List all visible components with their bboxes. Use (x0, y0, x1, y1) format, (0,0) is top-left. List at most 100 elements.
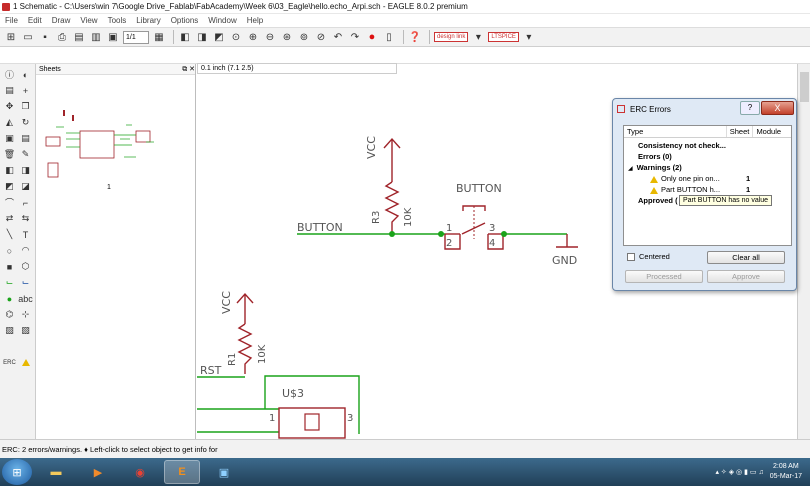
pinswap-icon[interactable]: ⇄ (5, 213, 14, 223)
help-icon[interactable]: ❓ (408, 31, 422, 43)
board-icon[interactable]: ▦ (154, 31, 164, 43)
dimension-icon[interactable]: ⊹ (21, 309, 30, 319)
design-link-button[interactable]: design link (434, 32, 469, 42)
gate-icon[interactable]: ◩ (5, 181, 14, 191)
bus-icon[interactable]: ⌙ (21, 277, 30, 287)
value-icon[interactable]: ▨ (5, 325, 14, 335)
info-icon[interactable]: ⓘ (4, 70, 14, 80)
menu-help[interactable]: Help (246, 16, 264, 25)
errors-icon[interactable] (19, 356, 32, 369)
wrench-icon[interactable]: ✎ (21, 149, 30, 159)
menu-tools[interactable]: Tools (107, 16, 127, 25)
row-warning-2[interactable]: Part BUTTON h... (650, 185, 720, 194)
row-warning-1[interactable]: Only one pin on... (650, 174, 720, 183)
taskbar-photos-icon[interactable]: ▣ (218, 466, 230, 479)
zoom-out-icon[interactable]: ⊖ (265, 31, 275, 43)
arc-icon[interactable]: ◠ (21, 245, 30, 255)
dialog-close-button[interactable]: X (761, 101, 794, 115)
move-icon[interactable]: ✥ (5, 101, 14, 111)
copy-icon[interactable]: ❐ (21, 101, 30, 111)
menu-library[interactable]: Library (136, 16, 161, 25)
menu-options[interactable]: Options (170, 16, 199, 25)
row-consistency[interactable]: Consistency not check... (638, 141, 726, 150)
taskbar-explorer-icon[interactable]: ▬ (50, 466, 62, 478)
invoke-icon[interactable]: ⇆ (21, 213, 30, 223)
delete-icon[interactable]: 🗑 (3, 149, 16, 159)
grid-icon[interactable]: ⊞ (6, 31, 16, 43)
rect-icon[interactable]: ■ (6, 261, 13, 272)
line-icon[interactable]: ╲ (6, 229, 13, 239)
ltspice-button[interactable]: LTSPICE (488, 32, 519, 42)
zoom-select-icon[interactable]: ⊛ (282, 31, 292, 43)
row-warnings[interactable]: ◢Warnings (2) (628, 163, 682, 172)
zoom-in-icon[interactable]: ⊕ (248, 31, 258, 43)
group-icon[interactable]: ▣ (5, 133, 14, 143)
attribute-icon[interactable]: ⌬ (5, 309, 14, 319)
zoom-fit-icon[interactable]: ⊙ (231, 31, 241, 43)
miter-icon[interactable]: ⌐ (22, 197, 29, 208)
taskbar-chrome-icon[interactable]: ◉ (135, 466, 145, 479)
centered-checkbox[interactable]: Centered (627, 252, 670, 261)
show-icon[interactable]: ◐ (22, 69, 29, 80)
undo-icon[interactable]: ↶ (333, 31, 343, 43)
processed-button[interactable]: Processed (625, 270, 703, 283)
schematic-drawing[interactable]: VCC R3 10K BUTTON BUTTON 1 2 3 4 GND VCC (197, 64, 797, 439)
col-module[interactable]: Module (756, 127, 782, 136)
sheet-select[interactable]: 1/1 (123, 30, 149, 44)
col-sheet[interactable]: Sheet (727, 126, 754, 137)
menu-file[interactable]: File (5, 16, 18, 25)
checkbox-box[interactable] (627, 252, 635, 261)
taskbar-media-icon[interactable]: ▶ (93, 466, 103, 479)
polygon-icon[interactable]: ⬡ (21, 261, 30, 271)
sheet-thumbnail[interactable] (36, 75, 196, 205)
taskbar-eagle-icon[interactable]: E (164, 460, 200, 484)
cam-icon[interactable]: ▤ (74, 31, 84, 43)
canvas-scrollbar[interactable] (797, 64, 810, 439)
script-run-icon[interactable]: ◩ (214, 31, 224, 43)
clock[interactable]: 2:08 AM 05-Mar-17 (770, 462, 802, 482)
mirror-icon[interactable]: ◭ (6, 117, 13, 127)
erc-icon[interactable]: ERC (3, 359, 16, 366)
circle-icon[interactable]: ○ (6, 245, 13, 256)
split-icon[interactable]: ⌒ (4, 198, 14, 208)
row-approved[interactable]: Approved ( (638, 196, 678, 205)
rotate-icon[interactable]: ↻ (21, 117, 30, 127)
scrollbar-thumb[interactable] (800, 72, 809, 102)
add-icon[interactable]: ◧ (5, 165, 14, 175)
paste-icon[interactable]: ▤ (21, 133, 30, 143)
open-icon[interactable]: ▭ (23, 31, 33, 43)
library-icon[interactable]: ▥ (91, 31, 101, 43)
menu-window[interactable]: Window (208, 16, 237, 25)
smash-icon[interactable]: ▧ (21, 325, 30, 335)
net-icon[interactable]: ⌙ (5, 277, 14, 287)
menu-view[interactable]: View (80, 16, 98, 25)
approve-button[interactable]: Approve (707, 270, 785, 283)
start-button[interactable]: ⊞ (2, 459, 32, 485)
menu-draw[interactable]: Draw (51, 16, 71, 25)
display-icon[interactable]: ▤ (5, 85, 14, 95)
expand-arrow-icon[interactable]: ◢ (628, 166, 633, 172)
zoom-last-icon[interactable]: ⊚ (299, 31, 309, 43)
row-errors[interactable]: Errors (0) (638, 152, 672, 161)
tray-icons[interactable]: ▴ ✧ ◈ ◎ ▮ ▭ ♫ (715, 469, 764, 476)
print-icon[interactable]: ⎙ (58, 31, 66, 43)
save-icon[interactable]: ▪ (43, 31, 47, 43)
dropdown-arrow-icon[interactable]: ▾ (475, 31, 481, 43)
use-library-icon[interactable]: ◧ (180, 31, 190, 43)
dropdown-arrow-icon[interactable]: ▾ (526, 31, 532, 43)
name-icon[interactable]: ◪ (21, 181, 30, 191)
replace-icon[interactable]: ◨ (21, 165, 30, 175)
text-icon[interactable]: T (22, 229, 29, 240)
erc-tree[interactable]: Type Sheet Module Consistency not check.… (623, 125, 792, 246)
run-ulp-icon[interactable]: ◨ (197, 31, 207, 43)
mark-icon[interactable]: + (22, 85, 29, 96)
redraw-icon[interactable]: ⊘ (316, 31, 326, 43)
col-type[interactable]: Type (624, 126, 727, 137)
menu-edit[interactable]: Edit (27, 16, 42, 25)
redo-icon[interactable]: ↷ (350, 31, 360, 43)
stop-icon[interactable]: ● (368, 31, 376, 43)
junction-icon[interactable]: ● (6, 293, 13, 304)
clear-all-button[interactable]: Clear all (707, 251, 785, 264)
panel-float-close-icon[interactable]: ⧉ ✕ (182, 65, 195, 73)
dialog-help-button[interactable]: ? (740, 101, 760, 115)
